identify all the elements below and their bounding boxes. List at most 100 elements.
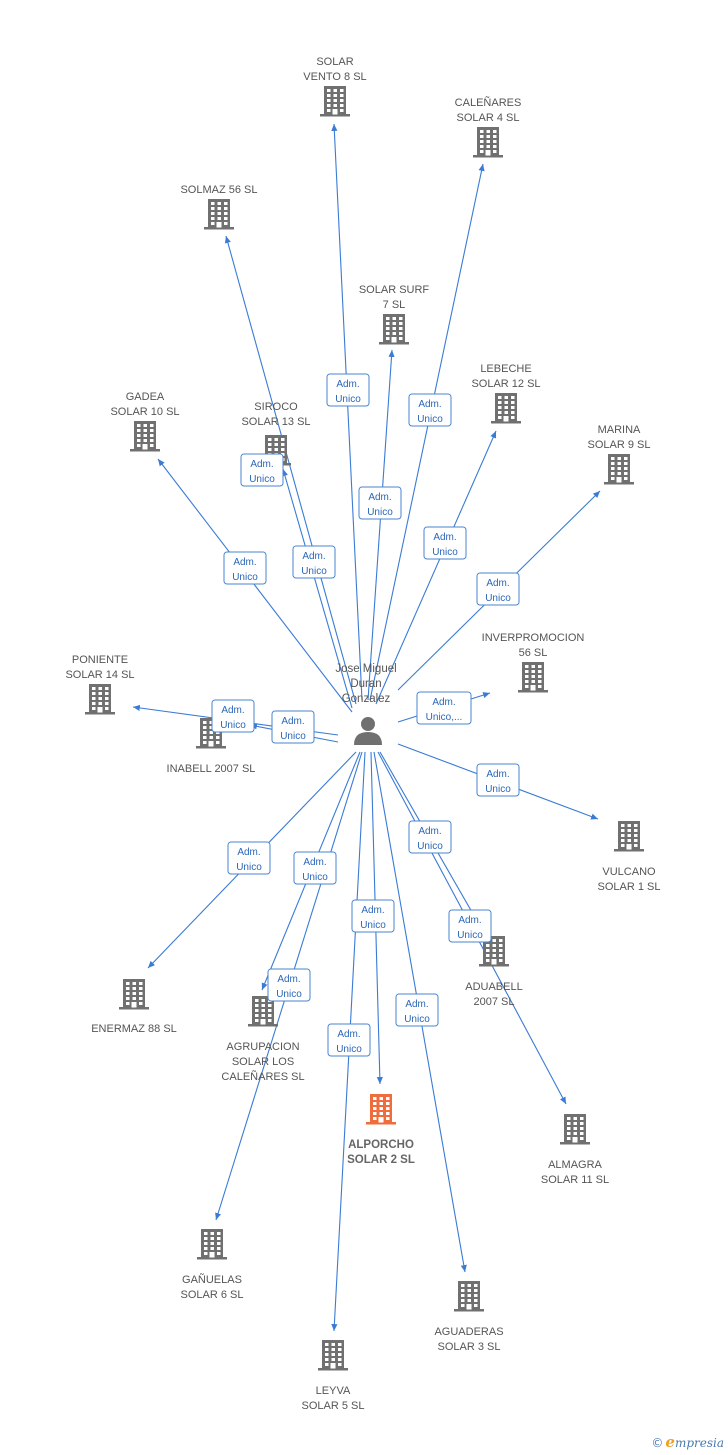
edge-label-gadea-10[interactable]: Adm. Unico [223, 551, 267, 585]
edge-label-line: Adm. [418, 826, 441, 837]
edge-label-line: Unico [457, 930, 483, 941]
brand-name: mpresia [674, 1436, 724, 1450]
company-name: LEBECHE [480, 363, 531, 375]
edge-label-almagra-11[interactable]: Adm. Unico [408, 820, 452, 854]
edge-label-box [267, 968, 311, 1002]
company-node-solmaz-56[interactable]: SOLMAZ 56 SL [180, 184, 258, 230]
edge-label-line: Adm. [277, 974, 300, 985]
edge-label-line: Unico [232, 572, 258, 583]
person-icon [354, 717, 382, 745]
edge-label-box [476, 763, 520, 797]
edge-label-line: Adm. [233, 557, 256, 568]
building-icon [491, 393, 521, 424]
edge-label-box [423, 526, 467, 560]
edge-label-line: Adm. [418, 399, 441, 410]
person-name: Gonzalez [342, 693, 391, 705]
edge-label-inverpromocion-56[interactable]: Adm.Unico,... [416, 691, 472, 725]
company-name: MARINA [598, 424, 641, 436]
edge-label-marina-9[interactable]: Adm.Unico [476, 572, 520, 606]
copyright-symbol: © [651, 1436, 664, 1450]
edge-label-line: Adm. [221, 705, 244, 716]
company-name: ENERMAZ 88 SL [91, 1023, 177, 1035]
company-name: ALPORCHO [348, 1139, 414, 1151]
building-icon [318, 1340, 348, 1371]
edge-label-solar-vento-8[interactable]: Adm.Unico [326, 373, 370, 407]
company-name: ADUABELL [465, 981, 522, 993]
building-icon [473, 127, 503, 158]
edge-line-gadea-10 [157, 458, 353, 713]
edge-label-line: Adm. [337, 1029, 360, 1040]
edge-label-line: Unico [301, 566, 327, 577]
edge-label-line: Adm. [486, 769, 509, 780]
edge-label-box [211, 699, 255, 733]
edge-label-line: Unico [367, 507, 393, 518]
edge-label-box [271, 710, 315, 744]
edge-label-vulcano-1[interactable]: Adm.Unico [476, 763, 520, 797]
edge-label-line: Unico [432, 547, 458, 558]
edge-label-line: Adm. [368, 492, 391, 503]
company-name: PONIENTE [72, 654, 128, 666]
edge-label-box [327, 1023, 371, 1057]
company-node-enermaz-88[interactable]: ENERMAZ 88 SL [91, 979, 177, 1035]
edge-label-poniente-14[interactable]: Adm.Unico [211, 699, 255, 733]
edge-label-leyva-5[interactable]: Adm.Unico [327, 1023, 371, 1057]
edge-label-line: Adm. [405, 999, 428, 1010]
company-name: SOLMAZ 56 SL [180, 184, 257, 196]
company-name: SOLAR 1 SL [598, 881, 661, 893]
edge-label-enermaz-88[interactable]: Adm.Unico [227, 841, 271, 875]
edge-label-line: Unico [404, 1014, 430, 1025]
building-icon [518, 662, 548, 693]
company-name: 56 SL [519, 647, 548, 659]
edge-label-inabell-2007[interactable]: Adm.Unico [271, 710, 315, 744]
company-name: CALEÑARES [455, 96, 522, 109]
edge-label-agrupacion-calenares[interactable]: Adm.Unico [293, 851, 337, 885]
edge-label-calenares-4[interactable]: Adm. Unico [408, 393, 452, 427]
building-icon [197, 1229, 227, 1260]
building-icon [204, 199, 234, 230]
edge-label-line: Adm. [281, 716, 304, 727]
edge-label-ganuelas-6[interactable]: Adm.Unico [267, 968, 311, 1002]
company-name: SOLAR [316, 56, 353, 68]
edge-label-aguaderas-3[interactable]: Adm. Unico [395, 993, 439, 1027]
edge-line-siroco-13 [281, 468, 353, 709]
edge-label-line: Unico [302, 872, 328, 883]
edge-label-line: Unico [417, 414, 443, 425]
edge-label-siroco-13[interactable]: Adm.Unico [292, 545, 336, 579]
edge-label-alporcho-2[interactable]: Adm.Unico [351, 899, 395, 933]
company-name: SOLAR SURF [359, 284, 430, 296]
company-name: SOLAR 10 SL [110, 406, 179, 418]
edge-label-solar-surf-7[interactable]: Adm. Unico [358, 486, 402, 520]
edge-label-line: Adm. [361, 905, 384, 916]
edge-line-solar-vento-8 [331, 123, 363, 701]
company-name: SOLAR 5 SL [302, 1400, 365, 1412]
edge-label-aduabell-2007[interactable]: Adm.Unico [448, 909, 492, 943]
company-name: 7 SL [383, 299, 406, 311]
company-name: ALMAGRA [548, 1159, 602, 1171]
edge-label-line: Unico,... [426, 712, 463, 723]
company-name: SIROCO [254, 401, 298, 413]
edge-label-box [223, 551, 267, 585]
company-node-solar-surf-7[interactable]: SOLAR SURF 7 SL [359, 284, 430, 345]
edge-label-line: Adm. [250, 459, 273, 470]
edge-label-solmaz-56[interactable]: Adm.Unico [240, 453, 284, 487]
edge-label-lebeche-12[interactable]: Adm.Unico [423, 526, 467, 560]
company-name: VULCANO [602, 866, 656, 878]
company-node-vulcano-1[interactable]: VULCANO SOLAR 1 SL [598, 821, 661, 893]
edge-label-line: Unico [417, 841, 443, 852]
